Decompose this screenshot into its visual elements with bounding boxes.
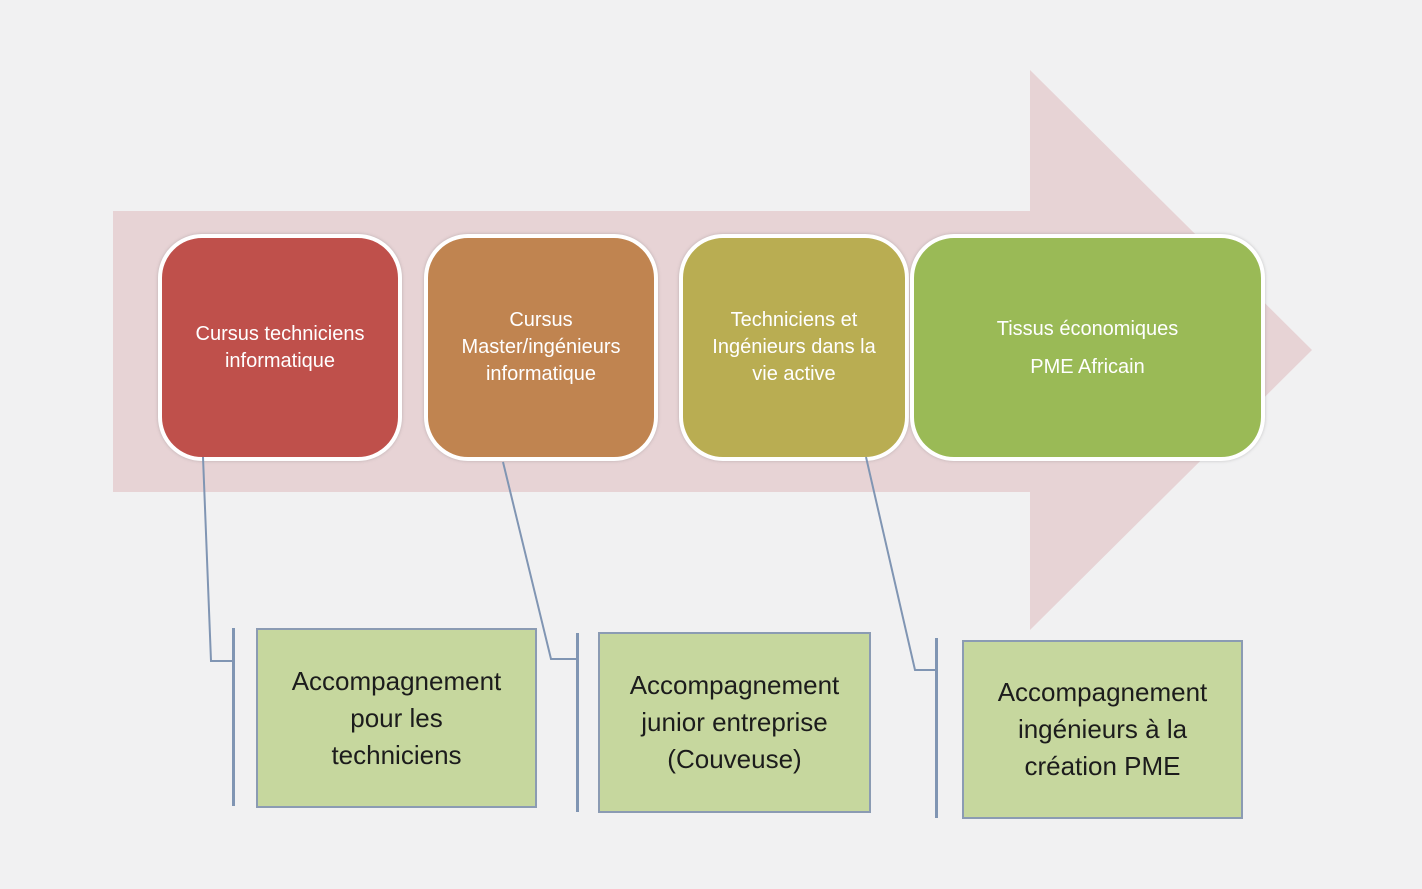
callout-box-accompagnement-techniciens: Accompagnement pour les techniciens	[256, 628, 537, 808]
callout-label: Accompagnement junior entreprise (Couveu…	[629, 670, 840, 774]
stage-label: Cursus techniciens informatique	[195, 322, 365, 372]
stage-box-tissus-economiques: Tissus économiques PME Africain	[910, 234, 1265, 461]
stage-label: Techniciens et Ingénieurs dans la vie ac…	[712, 309, 876, 385]
callout-label: Accompagnement pour les techniciens	[291, 665, 502, 770]
stage-box-vie-active: Techniciens et Ingénieurs dans la vie ac…	[679, 234, 909, 461]
stage-label: Cursus Master/ingénieurs informatique	[461, 309, 621, 385]
callout-box-creation-pme: Accompagnement ingénieurs à la création …	[962, 640, 1243, 819]
callout-label: Accompagnement ingénieurs à la création …	[997, 677, 1208, 781]
stage-label: Tissus économiques PME Africain	[996, 317, 1179, 378]
stage-box-cursus-master-ingenieurs: Cursus Master/ingénieurs informatique	[424, 234, 658, 461]
stage-box-cursus-techniciens: Cursus techniciens informatique	[158, 234, 402, 461]
callout-box-junior-entreprise: Accompagnement junior entreprise (Couveu…	[598, 632, 871, 813]
